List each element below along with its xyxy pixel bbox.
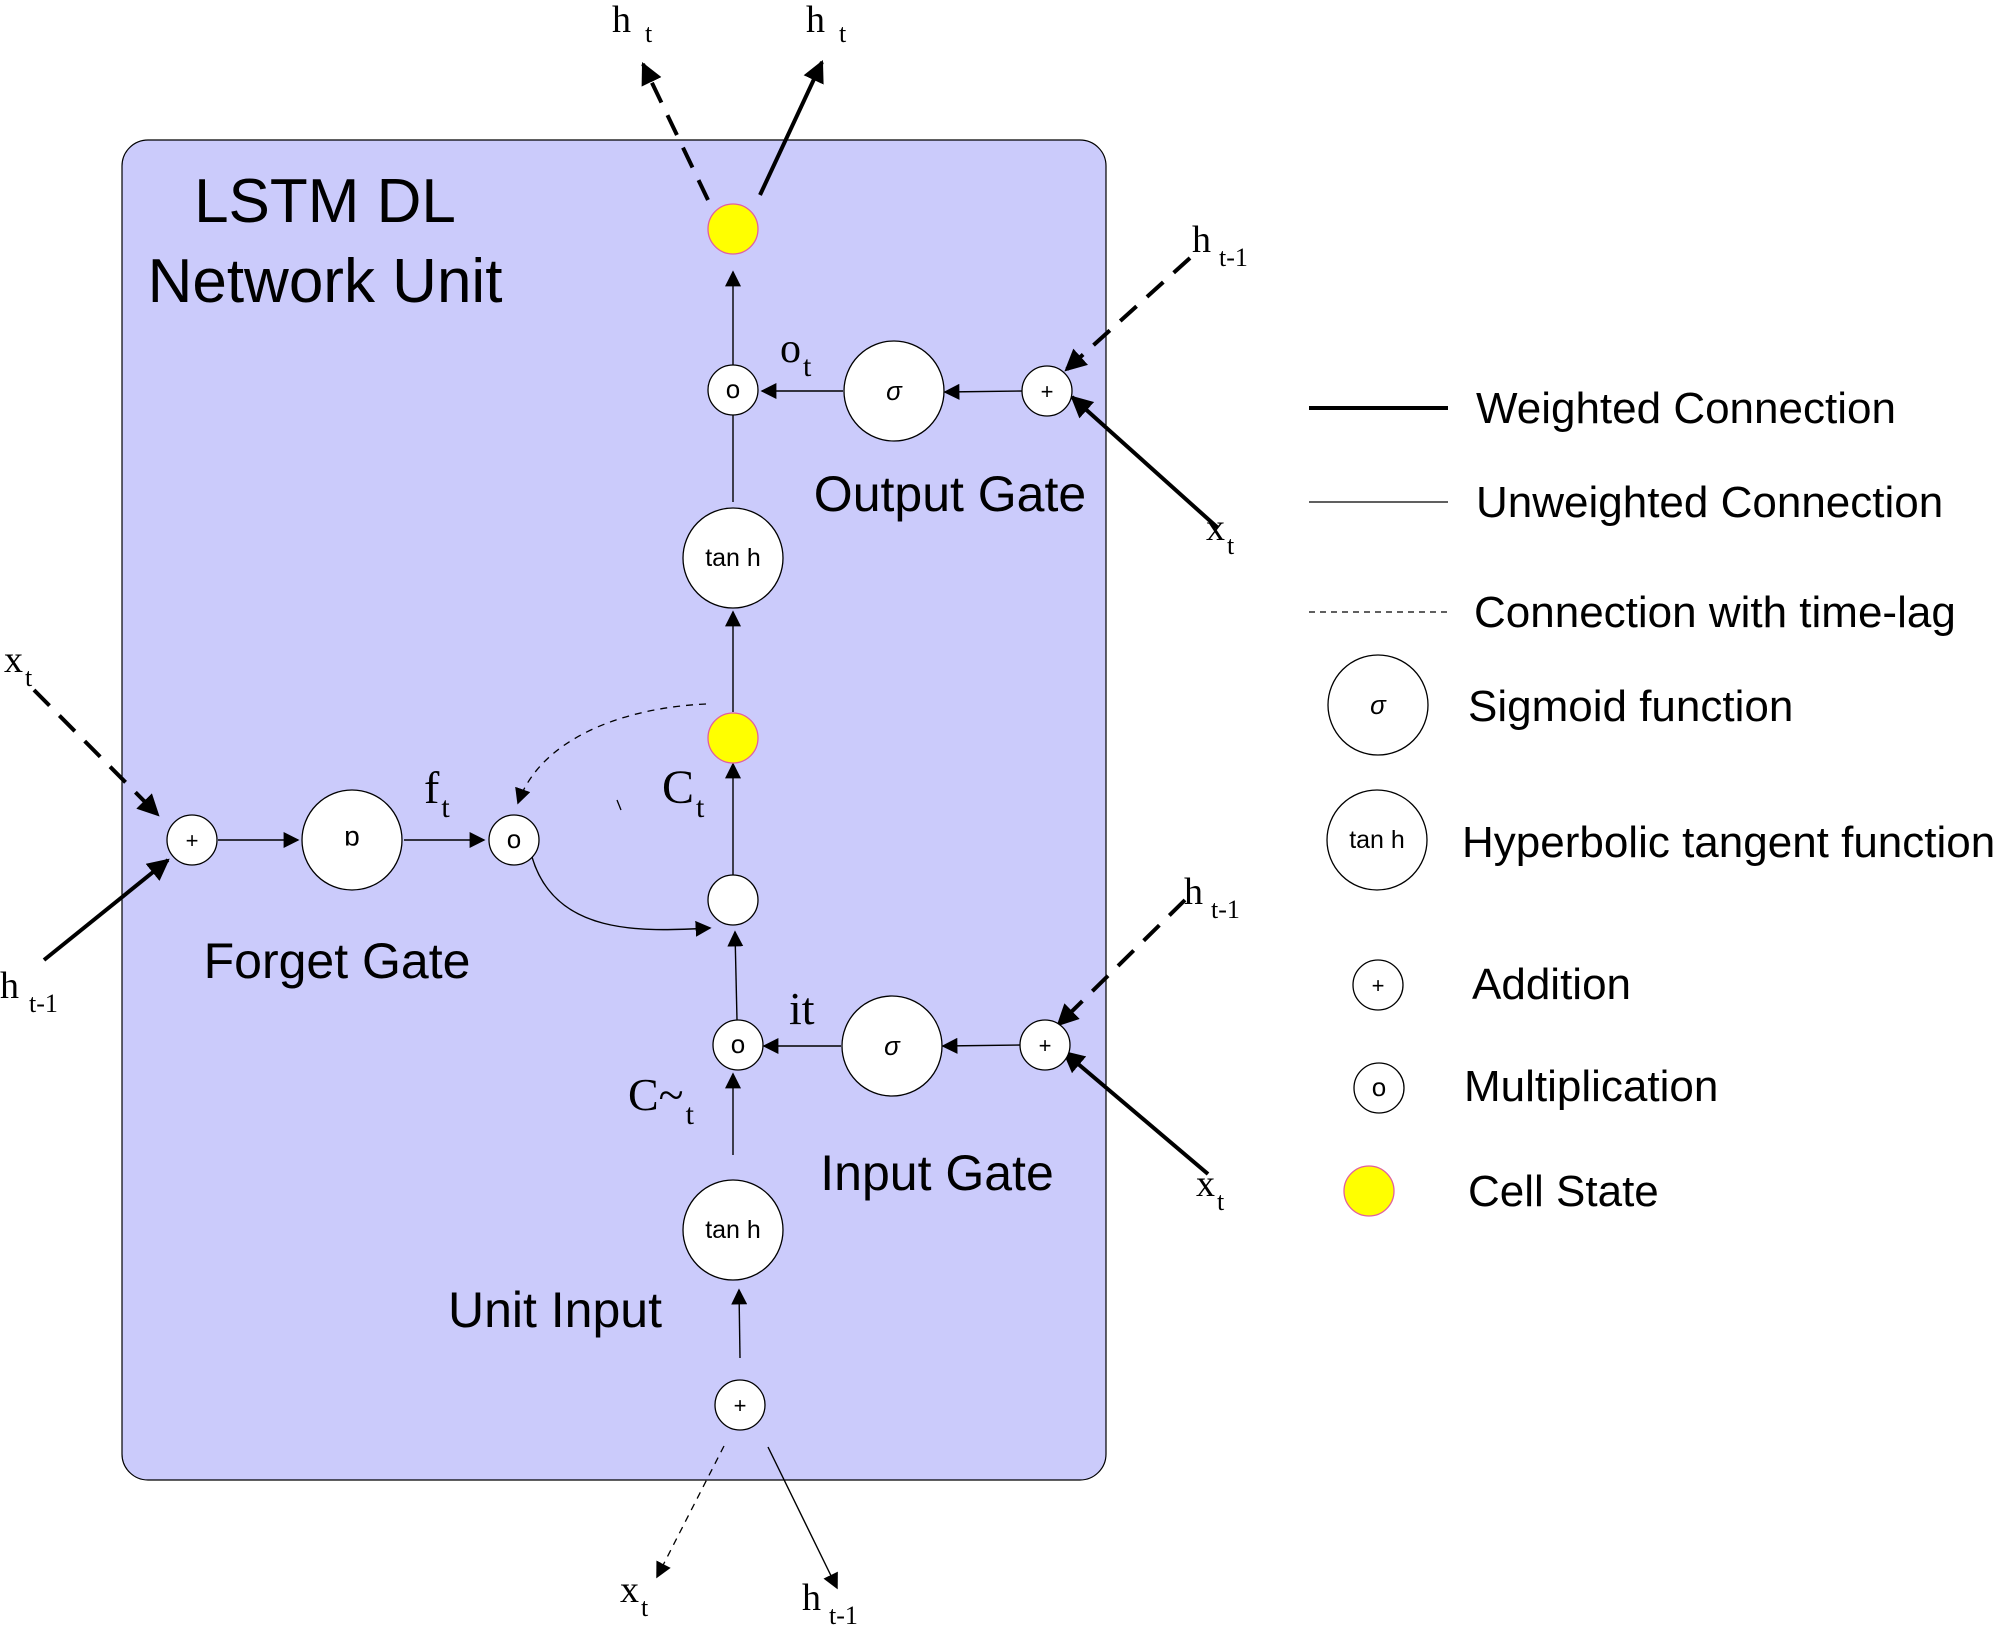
- output-gate-label: Output Gate: [814, 466, 1086, 522]
- legend-multiplication-node: [1353, 1062, 1405, 1114]
- cell-state-output-node: [707, 203, 759, 255]
- legend-cell-state-node: [1343, 1165, 1395, 1217]
- legend-unweighted-label: Unweighted Connection: [1476, 478, 1943, 527]
- conn-forget-mult-to-cell: [531, 856, 712, 937]
- input-add-node: [1019, 1019, 1071, 1071]
- legend-addition-label: Addition: [1472, 960, 1631, 1009]
- forget-mult-node: [488, 814, 540, 866]
- conn-input-xt-in: [1062, 1050, 1210, 1176]
- legend-sigmoid-symbol: σ: [1370, 690, 1387, 720]
- output-tanh-symbol: tan h: [705, 544, 761, 572]
- legend-addition-symbol: +: [1372, 973, 1385, 998]
- forget-gate-label: Forget Gate: [204, 933, 471, 989]
- forget-add-symbol: +: [186, 828, 199, 853]
- input-add-symbol: +: [1039, 1033, 1052, 1058]
- input-it-label: it: [789, 983, 815, 1034]
- output-add-symbol: +: [1041, 379, 1054, 404]
- output-mult-node: [707, 364, 759, 416]
- bottom-xt-label: xt: [620, 1569, 649, 1622]
- legend: Weighted Connection Unweighted Connectio…: [1309, 384, 1995, 1217]
- stray-tick-mark: [616, 799, 622, 811]
- output-sigma-symbol: σ: [886, 376, 903, 406]
- cell-sum-node: [707, 874, 759, 926]
- input-gate-label: Input Gate: [820, 1145, 1054, 1201]
- conn-input-mult-to-cell-sum: [727, 930, 744, 1021]
- conn-cellstate-feedback-to-forget: [515, 703, 707, 805]
- forget-gate-xt-label: xt: [4, 639, 33, 692]
- input-mult-symbol: o: [731, 1029, 745, 1059]
- forget-sigma-node: [301, 789, 403, 891]
- forget-add-node: [166, 814, 218, 866]
- unit-input-tanh-symbol: tan h: [705, 1216, 761, 1244]
- conn-output-ht-solid: [758, 60, 824, 196]
- cell-state-node: [707, 712, 759, 764]
- output-add-node: [1021, 365, 1073, 417]
- legend-cell-state-label: Cell State: [1468, 1167, 1659, 1216]
- output-ot-label: ot: [780, 326, 812, 383]
- input-ctilde-label: C~t: [628, 1069, 695, 1131]
- conn-unit-add-out-h: [767, 1446, 838, 1590]
- forget-mult-symbol: o: [507, 824, 521, 854]
- unit-title-line2: Network Unit: [148, 247, 503, 316]
- forget-ft-label: ft: [424, 762, 450, 824]
- input-mult-node: [712, 1019, 764, 1071]
- output-tanh-node: [682, 507, 784, 609]
- legend-timelag-label: Connection with time-lag: [1474, 588, 1956, 637]
- conn-input-ht1-in: [1056, 898, 1187, 1027]
- conn-output-ht-dashed: [641, 62, 710, 201]
- input-sigma-node: [841, 995, 943, 1097]
- legend-tanh-symbol: tan h: [1349, 826, 1405, 854]
- unit-title-line1: LSTM DL: [194, 167, 456, 236]
- cell-ct-label: Ct: [662, 761, 705, 824]
- output-mult-symbol: o: [726, 374, 740, 404]
- legend-tanh-node: [1326, 789, 1428, 891]
- legend-multiplication-symbol: o: [1372, 1072, 1386, 1102]
- legend-tanh-label: Hyperbolic tangent function: [1462, 818, 1995, 867]
- conn-output-xt-in: [1070, 395, 1220, 530]
- conn-output-add-to-sigma: [943, 383, 1025, 400]
- unit-input-add-node: [714, 1379, 766, 1431]
- legend-sigmoid-label: Sigmoid function: [1468, 682, 1793, 731]
- conn-forget-ht1-in: [42, 858, 170, 962]
- unit-input-add-symbol: +: [734, 1393, 747, 1418]
- conn-unit-add-to-tanh: [731, 1288, 748, 1359]
- input-gate-xt-label: xt: [1196, 1163, 1225, 1216]
- legend-sigmoid-node: [1327, 654, 1429, 756]
- input-sigma-symbol: σ: [884, 1031, 901, 1061]
- lstm-unit-box: [121, 139, 1107, 1481]
- unit-input-tanh-node: [682, 1179, 784, 1281]
- conn-output-ht1-in: [1064, 256, 1192, 372]
- legend-weighted-label: Weighted Connection: [1476, 384, 1896, 433]
- legend-multiplication-label: Multiplication: [1464, 1062, 1718, 1111]
- conn-input-add-to-sigma: [941, 1037, 1023, 1054]
- conn-forget-xt-in: [32, 688, 160, 817]
- conn-unit-add-out-x: [656, 1445, 725, 1579]
- legend-addition-node: [1352, 959, 1404, 1011]
- output-sigma-node: [843, 340, 945, 442]
- output-gate-xt-label: xt: [1206, 507, 1235, 560]
- forget-sigma-symbol: ɑ: [344, 825, 360, 856]
- unit-input-label: Unit Input: [448, 1282, 662, 1338]
